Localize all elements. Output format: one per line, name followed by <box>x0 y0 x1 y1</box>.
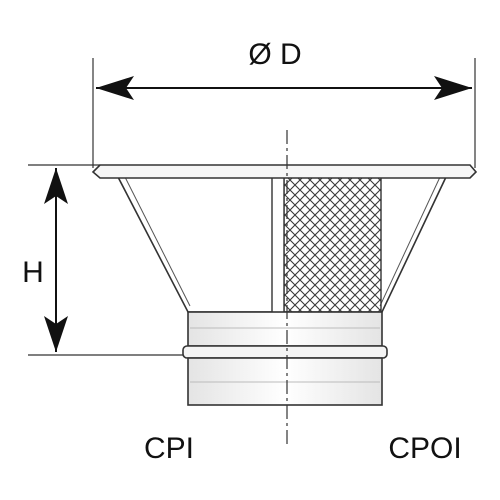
variant-label-right: CPOI <box>388 432 461 465</box>
diameter-dimension <box>92 58 476 168</box>
diameter-arrow-right <box>434 76 472 100</box>
cone-inner-edge-right <box>379 176 441 307</box>
height-dimension <box>28 164 186 356</box>
height-arrow-top <box>44 168 68 204</box>
mesh-panel <box>283 176 382 330</box>
variant-label-left: CPI <box>144 432 194 465</box>
diameter-label: Ø D <box>248 38 301 71</box>
mesh-screen <box>271 176 382 330</box>
collar-bead <box>182 345 388 359</box>
mesh-frame-post <box>271 176 285 325</box>
cone-inner-edge-left <box>124 176 191 307</box>
collar <box>182 311 388 406</box>
height-label: H <box>22 256 44 289</box>
collar-upper <box>187 311 383 347</box>
diameter-arrow-left <box>96 76 134 100</box>
top-flange <box>91 164 478 179</box>
height-arrow-bottom <box>44 316 68 352</box>
